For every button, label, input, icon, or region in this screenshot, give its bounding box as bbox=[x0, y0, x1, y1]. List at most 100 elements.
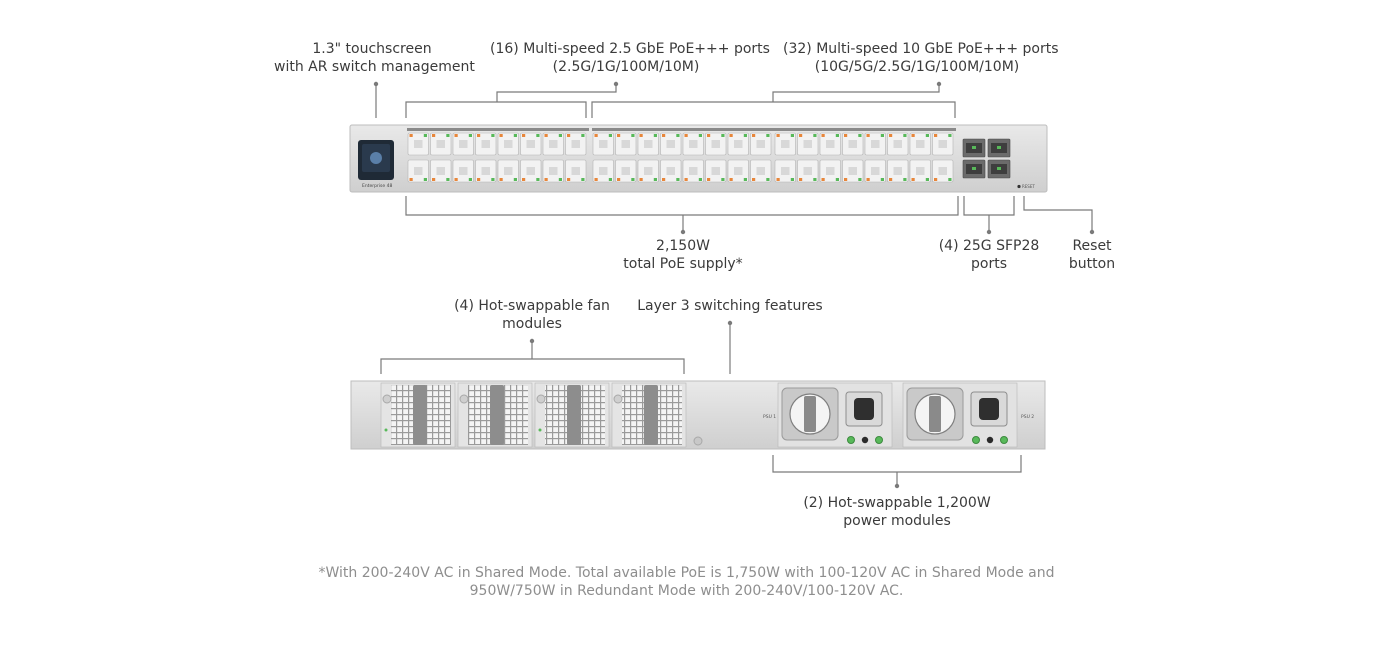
port-led bbox=[491, 134, 495, 137]
power-label: (2) Hot-swappable 1,200W power modules bbox=[797, 494, 997, 530]
fan-handle bbox=[644, 385, 658, 445]
sfp28-port-array bbox=[962, 138, 1011, 179]
port-jack bbox=[571, 167, 580, 175]
ports-2-5g-label-line1: (16) Multi-speed 2.5 GbE PoE+++ ports bbox=[490, 41, 770, 57]
port-jack bbox=[848, 167, 857, 175]
port-jack bbox=[599, 167, 608, 175]
port-led bbox=[698, 134, 702, 137]
port-led bbox=[558, 134, 562, 137]
port-led bbox=[684, 178, 688, 181]
port-led bbox=[454, 178, 458, 181]
port-jack bbox=[893, 140, 902, 148]
port-jack bbox=[414, 140, 423, 148]
ports-10g-leader bbox=[772, 84, 940, 102]
port-jack bbox=[459, 140, 468, 148]
port-led bbox=[567, 134, 571, 137]
port-led bbox=[707, 178, 711, 181]
port-led bbox=[743, 134, 747, 137]
port-led bbox=[752, 134, 756, 137]
port-led bbox=[676, 134, 680, 137]
port-jack bbox=[549, 140, 558, 148]
port-led bbox=[948, 178, 952, 181]
port-led bbox=[522, 178, 526, 181]
port-jack bbox=[734, 140, 743, 148]
port-led bbox=[721, 134, 725, 137]
port-led bbox=[631, 134, 635, 137]
port-led bbox=[676, 178, 680, 181]
brand-marking: Enterprise 48 bbox=[362, 183, 392, 189]
port-led bbox=[776, 134, 780, 137]
port-jack bbox=[689, 167, 698, 175]
port-led bbox=[776, 178, 780, 181]
port-led bbox=[653, 178, 657, 181]
fan-handle bbox=[490, 385, 504, 445]
port-led bbox=[499, 178, 503, 181]
port-jack bbox=[916, 140, 925, 148]
port-led bbox=[911, 178, 915, 181]
port-jack bbox=[436, 140, 445, 148]
ports-2-5g-label-line2: (2.5G/1G/100M/10M) bbox=[552, 59, 700, 75]
port-led bbox=[409, 134, 413, 137]
poe-supply-label-line1: 2,150W bbox=[656, 238, 710, 254]
power-label-line1: (2) Hot-swappable 1,200W bbox=[803, 495, 991, 511]
port-led bbox=[684, 134, 688, 137]
fans-bracket bbox=[380, 358, 685, 374]
psu-led bbox=[1000, 436, 1008, 444]
port-led bbox=[743, 178, 747, 181]
port-jack bbox=[848, 140, 857, 148]
psu-led bbox=[972, 436, 980, 444]
port-led bbox=[594, 134, 598, 137]
ports-10g-label-line2: (10G/5G/2.5G/1G/100M/10M) bbox=[814, 59, 1020, 75]
port-led bbox=[752, 178, 756, 181]
poe-bracket bbox=[405, 196, 959, 216]
ports-2-5g-leader bbox=[496, 84, 617, 102]
port-jack bbox=[689, 140, 698, 148]
fans-label: (4) Hot-swappable fan modules bbox=[442, 297, 622, 333]
poe-supply-label-line2: total PoE supply* bbox=[623, 256, 743, 272]
port-led bbox=[880, 178, 884, 181]
footnote-line2: 950W/750W in Redundant Mode with 200-240… bbox=[469, 583, 904, 599]
port-jack bbox=[893, 167, 902, 175]
fan-screw bbox=[382, 394, 392, 404]
sfp28-label: (4) 25G SFP28 ports bbox=[929, 237, 1049, 273]
reset-label-line2: button bbox=[1068, 256, 1116, 272]
port-group-strip bbox=[592, 128, 774, 131]
psu-fan-blade bbox=[929, 396, 941, 432]
port-led bbox=[409, 178, 413, 181]
port-led bbox=[813, 178, 817, 181]
port-led bbox=[799, 178, 803, 181]
port-jack bbox=[599, 140, 608, 148]
port-jack bbox=[871, 167, 880, 175]
psu-latch bbox=[986, 436, 994, 444]
touchscreen bbox=[358, 140, 394, 180]
port-led bbox=[581, 134, 585, 137]
port-led bbox=[567, 178, 571, 181]
ports-2-5g-label: (16) Multi-speed 2.5 GbE PoE+++ ports (2… bbox=[490, 40, 770, 76]
leader-lines bbox=[375, 84, 1093, 486]
port-led bbox=[844, 178, 848, 181]
fan-led bbox=[538, 428, 542, 432]
port-led bbox=[729, 178, 733, 181]
port-jack bbox=[504, 167, 513, 175]
fan-led bbox=[384, 428, 388, 432]
fan-handle bbox=[567, 385, 581, 445]
port-led bbox=[858, 178, 862, 181]
port-led bbox=[766, 134, 770, 137]
port-jack bbox=[621, 140, 630, 148]
port-led bbox=[844, 134, 848, 137]
reset-leader bbox=[1023, 196, 1093, 232]
sfp28-led bbox=[972, 146, 976, 149]
fans-label-line2: modules bbox=[502, 316, 562, 332]
port-jack bbox=[916, 167, 925, 175]
port-led bbox=[729, 134, 733, 137]
reset-button[interactable] bbox=[1017, 184, 1021, 189]
port-led bbox=[423, 178, 427, 181]
port-led bbox=[934, 178, 938, 181]
port-jack bbox=[938, 140, 947, 148]
psu-fan-blade bbox=[804, 396, 816, 432]
port-led bbox=[813, 134, 817, 137]
ports-10g-label: (32) Multi-speed 10 GbE PoE+++ ports (10… bbox=[783, 40, 1059, 76]
ports-2-5g-bracket bbox=[405, 101, 587, 118]
port-led bbox=[721, 178, 725, 181]
port-led bbox=[423, 134, 427, 137]
